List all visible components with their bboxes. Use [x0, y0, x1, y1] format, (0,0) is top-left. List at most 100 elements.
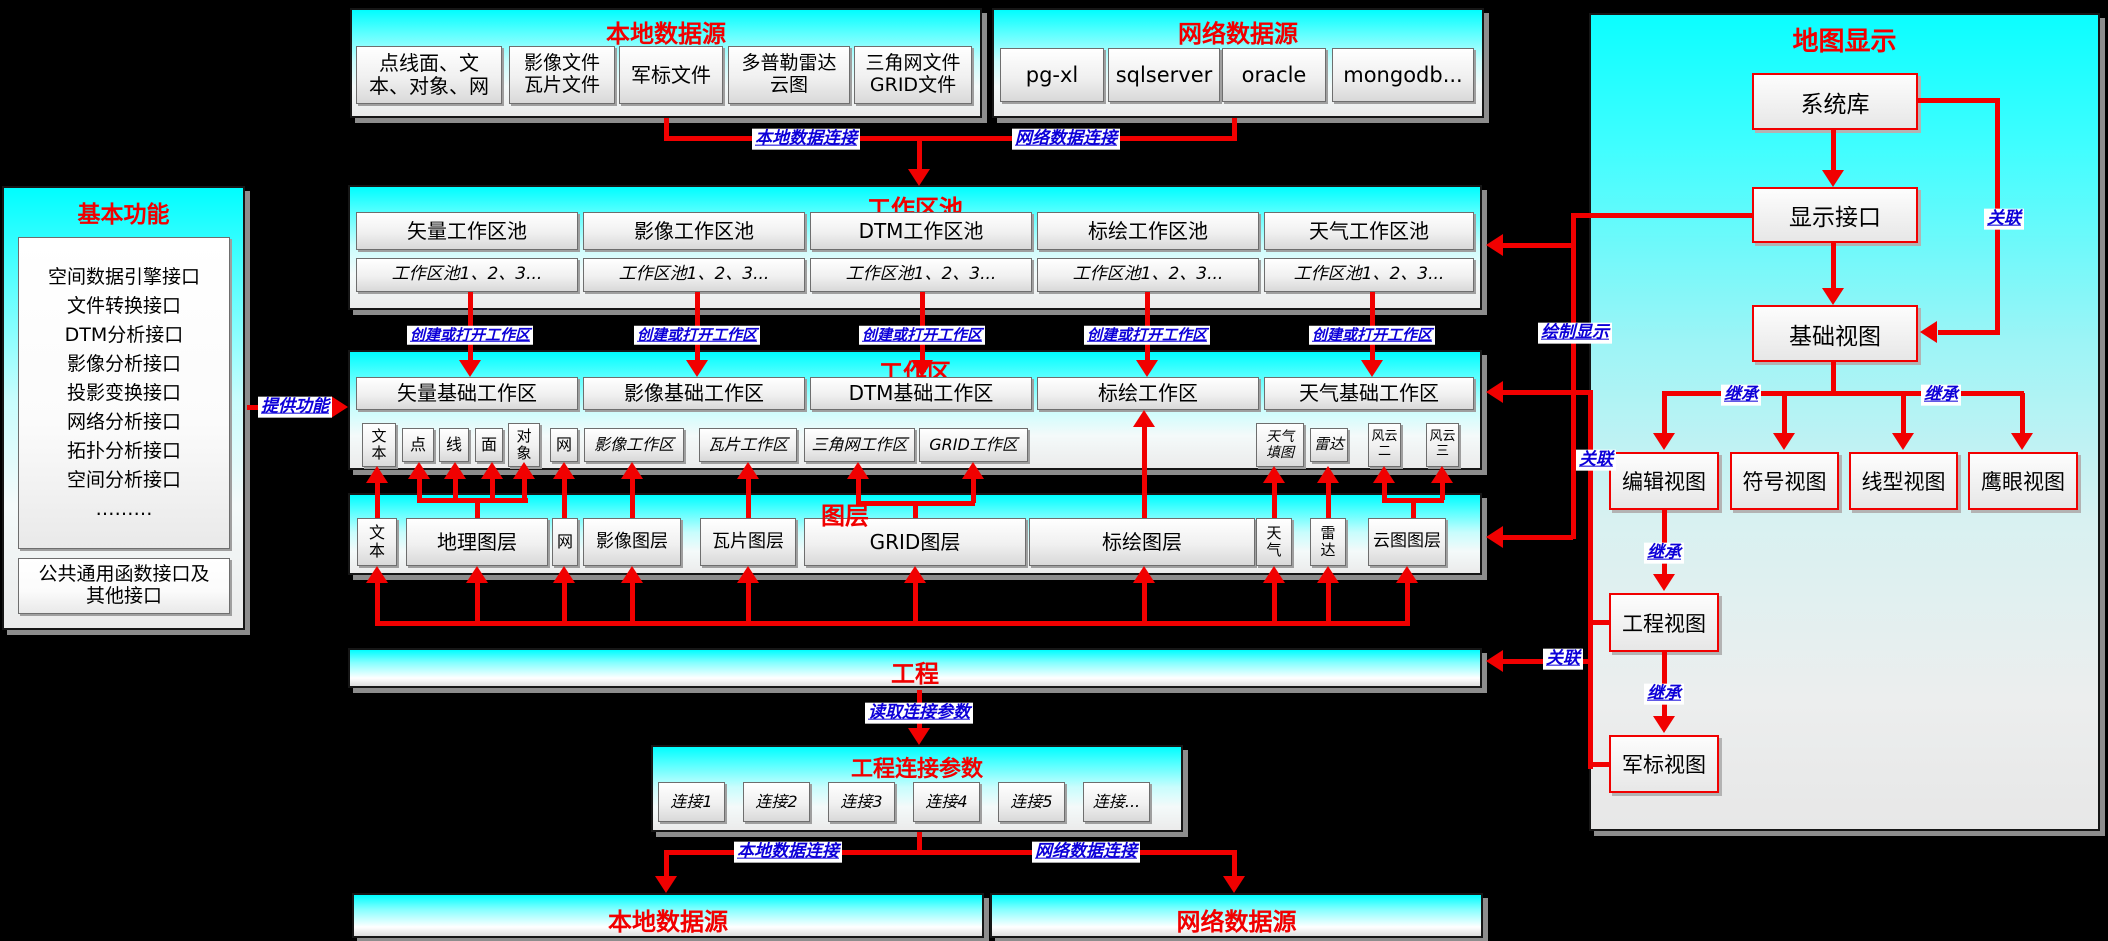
arrow-up — [1396, 566, 1418, 583]
ws-sub-fy2: 风云 二 — [1368, 423, 1401, 467]
connector — [1502, 243, 1573, 248]
layer-grid: GRID图层 — [804, 518, 1026, 566]
panel-title: 图层 — [821, 502, 869, 530]
label-create-open-5: 创建或打开工作区 — [1308, 325, 1436, 345]
pool-items-2: 工作区池1、2、3... — [583, 258, 805, 292]
panel-title: 网络数据源 — [1176, 908, 1297, 936]
connector — [917, 832, 922, 852]
connector — [746, 583, 751, 623]
panel-title: 本地数据源 — [606, 20, 726, 48]
connector — [1382, 498, 1444, 503]
connector — [417, 498, 528, 503]
layer-plot: 标绘图层 — [1029, 518, 1255, 566]
connector — [490, 479, 495, 500]
label-create-open-4: 创建或打开工作区 — [1083, 325, 1211, 345]
arrow-up — [904, 566, 926, 583]
layer-net: 网 — [552, 518, 578, 566]
connector — [453, 479, 458, 500]
net-src-pgxl: pg-xl — [1000, 48, 1104, 102]
panel-title: 基本功能 — [77, 202, 170, 228]
connector — [417, 479, 422, 500]
node-milsym-view: 军标视图 — [1609, 735, 1719, 793]
arrow-down — [1361, 360, 1383, 377]
panel-map-display: 地图显示 — [1589, 13, 2100, 831]
arrow-up — [1133, 410, 1155, 427]
conn-4: 连接4 — [913, 782, 980, 822]
arrow-up — [1263, 466, 1285, 483]
basic-function-item: 投影变换接口 — [66, 381, 181, 404]
ws-sub-radar: 雷达 — [1310, 428, 1348, 462]
arrow-up — [1263, 566, 1285, 583]
net-src-oracle: oracle — [1222, 48, 1326, 102]
pool-items-4: 工作区池1、2、3... — [1037, 258, 1259, 292]
basic-function-item: 网络分析接口 — [66, 410, 181, 433]
connector — [1662, 510, 1667, 574]
arrow-down — [1223, 876, 1245, 893]
connector — [1938, 330, 1998, 335]
arrow-down — [1822, 170, 1844, 187]
label-assoc-2: 关联 — [1543, 648, 1583, 670]
connector — [1326, 483, 1331, 518]
connector — [1440, 483, 1445, 500]
pool-items-5: 工作区池1、2、3... — [1264, 258, 1474, 292]
label-create-open-1: 创建或打开工作区 — [406, 325, 534, 345]
connector — [1272, 583, 1277, 623]
local-src-tin-grid-files: 三角网文件 GRID文件 — [854, 46, 972, 104]
ws-sub-weathermap: 天气 填图 — [1256, 423, 1304, 467]
conn-5: 连接5 — [998, 782, 1065, 822]
connector — [562, 479, 567, 518]
ws-sub-point: 点 — [402, 428, 434, 462]
connector — [1411, 498, 1416, 518]
conn-3: 连接3 — [828, 782, 895, 822]
arrow-down — [1822, 288, 1844, 305]
connector — [1588, 620, 1611, 625]
arrow-right — [331, 396, 348, 418]
label-provide-function: 提供功能 — [258, 396, 332, 418]
label-local-data-conn-top: 本地数据连接 — [752, 128, 860, 150]
label-read-params: 读取连接参数 — [865, 702, 973, 724]
arrow-down — [908, 728, 930, 745]
label-create-open-3: 创建或打开工作区 — [858, 325, 986, 345]
ws-sub-tin: 三角网工作区 — [804, 428, 915, 462]
basic-function-item: 空间数据引擎接口 — [47, 265, 200, 288]
connector — [913, 583, 918, 623]
basic-function-item: 空间分析接口 — [66, 468, 181, 491]
ws-plot: 标绘工作区 — [1037, 377, 1259, 410]
connector — [475, 583, 480, 623]
connector — [664, 850, 1237, 855]
connector — [1142, 427, 1147, 518]
arrow-up — [1133, 566, 1155, 583]
ws-sub-text: 文 本 — [362, 423, 396, 467]
arrow-left — [1920, 321, 1937, 343]
ws-sub-net: 网 — [550, 428, 578, 462]
arrow-up — [1317, 466, 1339, 483]
connector — [856, 501, 975, 506]
ws-sub-fy3: 风云 三 — [1426, 423, 1459, 467]
connector — [2020, 393, 2025, 435]
arrow-up — [466, 566, 488, 583]
panel-title: 工程 — [891, 660, 939, 688]
ws-sub-area: 面 — [475, 428, 503, 462]
connector — [1831, 362, 1836, 395]
ws-weather-base: 天气基础工作区 — [1264, 377, 1474, 410]
node-symbol-view: 符号视图 — [1730, 452, 1839, 510]
arrow-down — [1653, 433, 1675, 450]
connector — [475, 498, 480, 518]
arrow-down — [1136, 360, 1158, 377]
connector — [630, 583, 635, 623]
arrow-down — [459, 360, 481, 377]
connector — [917, 136, 922, 170]
arrow-up — [621, 566, 643, 583]
connector — [1142, 583, 1147, 623]
connector — [522, 479, 527, 500]
label-assoc-1: 关联 — [1576, 449, 1616, 471]
node-linetype-view: 线型视图 — [1849, 452, 1958, 510]
label-inherit-4: 继承 — [1644, 683, 1684, 705]
ws-sub-image: 影像工作区 — [584, 428, 684, 462]
connector — [664, 118, 669, 140]
node-display-interface: 显示接口 — [1752, 187, 1918, 243]
arrow-up — [847, 462, 869, 479]
connector — [1918, 98, 2000, 103]
connector — [1232, 118, 1237, 140]
conn-more: 连接... — [1083, 782, 1150, 822]
